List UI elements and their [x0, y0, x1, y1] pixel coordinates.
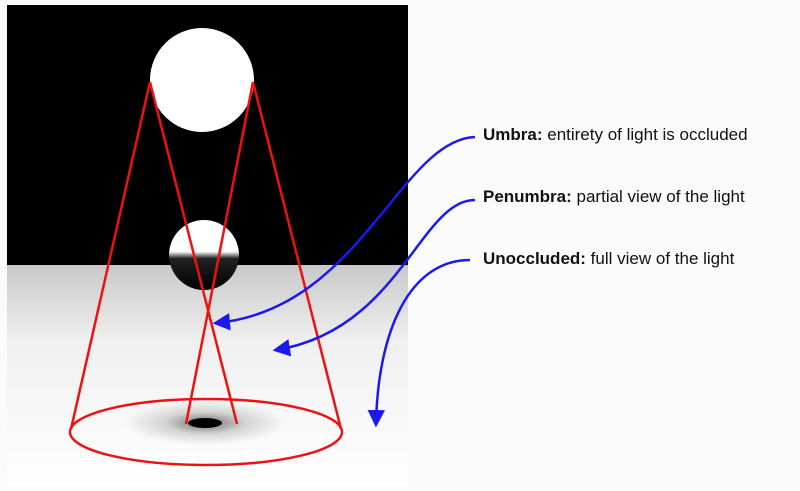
penumbra-ray-right [251, 81, 343, 430]
penumbra-term: Penumbra: [483, 187, 572, 206]
occluder-sphere [169, 220, 239, 290]
umbra-shadow [188, 418, 222, 428]
pointer-arrows [212, 135, 476, 428]
unoccluded-arrow [367, 258, 471, 428]
floor-plane [7, 265, 408, 487]
umbra-label: Umbra: entirety of light is occluded [483, 125, 748, 145]
penumbra-label: Penumbra: partial view of the light [483, 187, 745, 207]
penumbra-description: partial view of the light [571, 187, 745, 206]
unoccluded-description: full view of the light [585, 249, 735, 268]
unoccluded-term: Unoccluded: [483, 249, 586, 268]
umbra-description: entirety of light is occluded [542, 125, 748, 144]
ray-lines [68, 81, 344, 467]
umbra-arrow [212, 135, 476, 331]
light-source-sphere [150, 28, 254, 132]
penumbra-boundary-ellipse [68, 397, 344, 467]
umbra-term: Umbra: [483, 125, 543, 144]
penumbra-ray-left [69, 81, 152, 430]
umbra-ray-left [148, 81, 239, 425]
unoccluded-label: Unoccluded: full view of the light [483, 249, 734, 269]
penumbra-arrow [272, 198, 476, 357]
umbra-ray-right [184, 81, 255, 425]
